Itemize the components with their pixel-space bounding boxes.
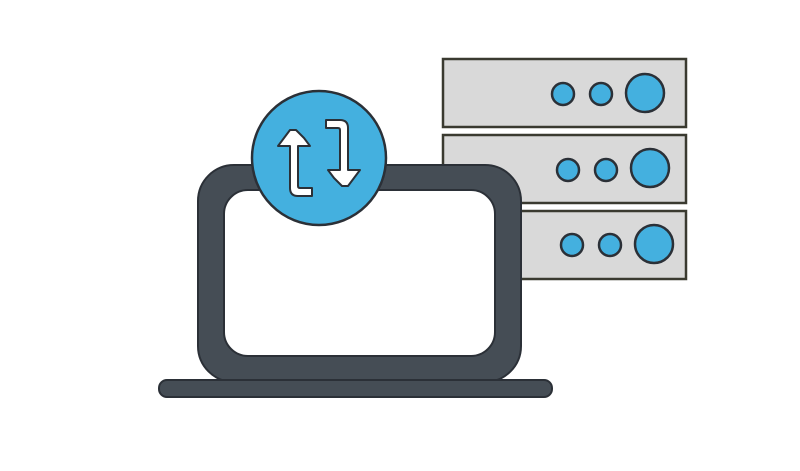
indicator-light-small	[559, 232, 585, 258]
indicator-light-small	[593, 157, 619, 183]
sync-badge-circle	[250, 89, 388, 227]
server-unit-top	[441, 57, 688, 129]
indicator-light-large	[624, 72, 666, 114]
laptop-screen	[223, 189, 496, 357]
sync-arrow-down	[325, 119, 361, 187]
indicator-light-large	[629, 147, 671, 189]
sync-badge	[250, 89, 388, 227]
indicator-light-small	[597, 232, 623, 258]
laptop-icon	[158, 164, 553, 398]
sync-arrow-up	[277, 129, 313, 197]
laptop-base	[158, 379, 553, 398]
sync-arrows-icon	[277, 119, 361, 197]
indicator-light-small	[550, 81, 576, 107]
indicator-light-small	[555, 157, 581, 183]
indicator-light-small	[588, 81, 614, 107]
indicator-light-large	[633, 223, 675, 265]
